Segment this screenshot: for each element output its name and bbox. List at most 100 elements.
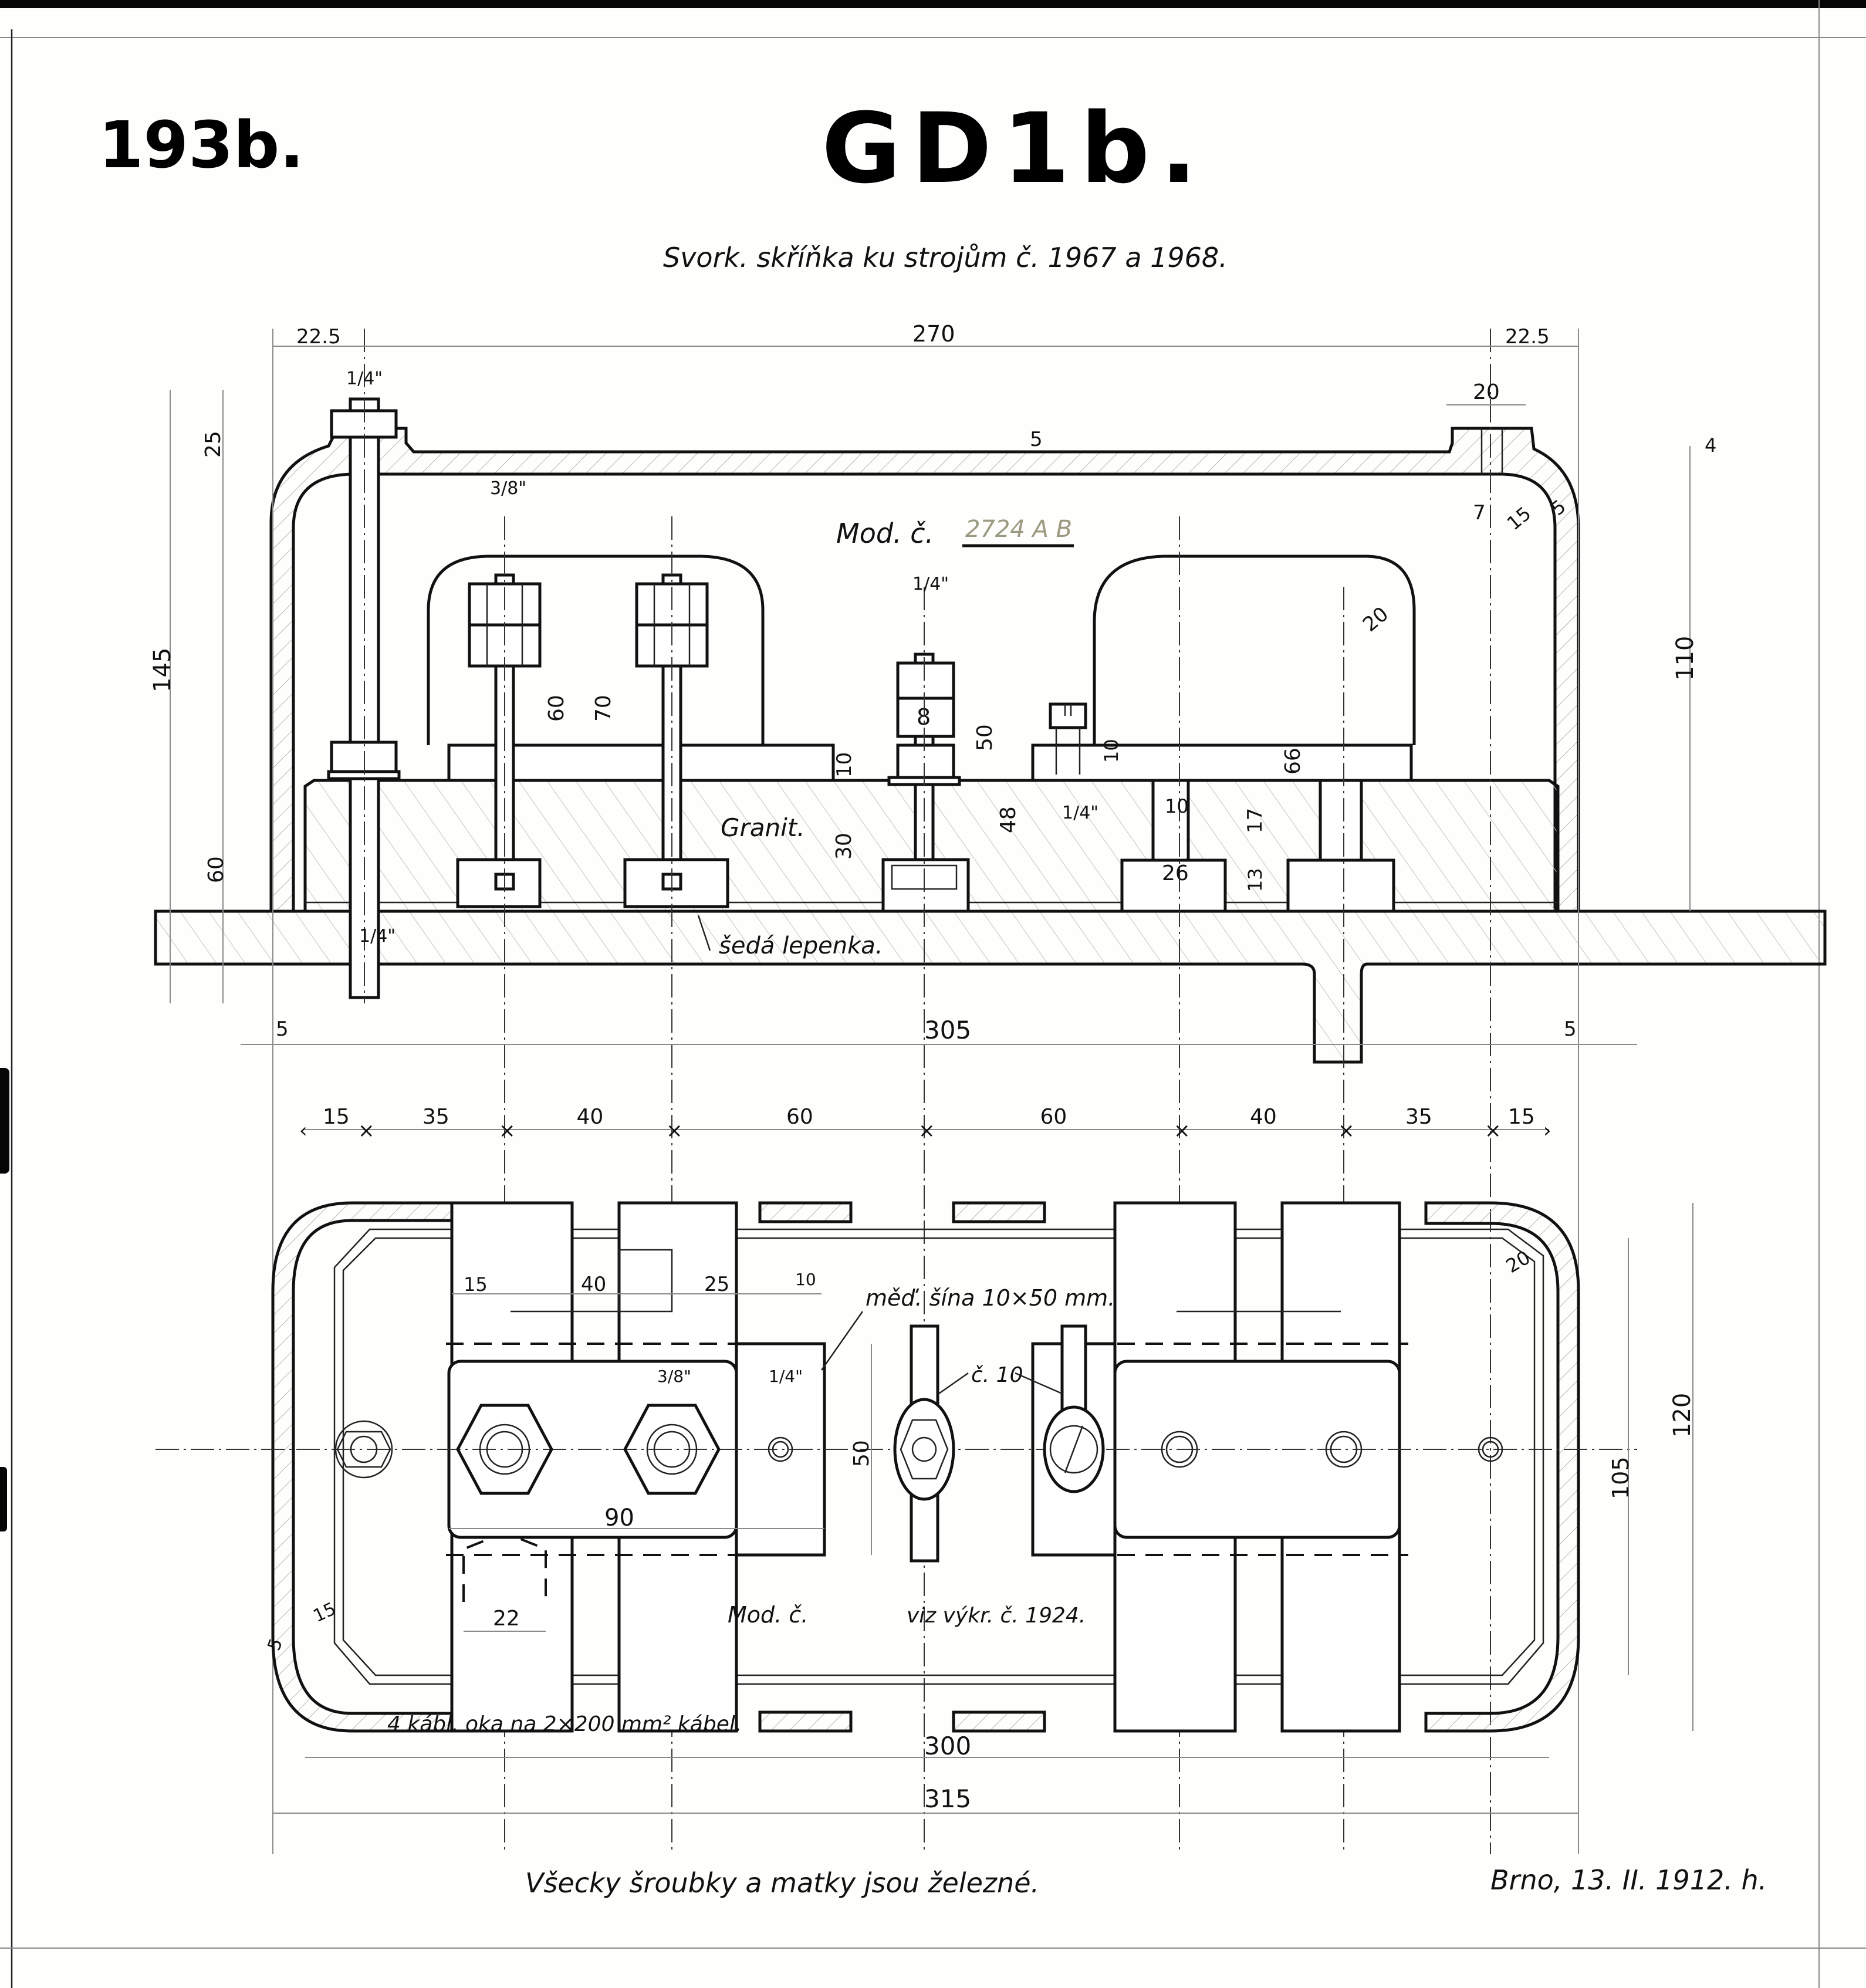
stud-1-4-center: 8 [881,587,970,1854]
plan-hole-right-1 [1161,1431,1198,1468]
dim-lid-radius-20: 20 [1358,602,1393,636]
hood-left [427,555,765,745]
dim-stud-50: 50 [973,724,997,751]
dim-plan-bolt-3-8: 3/8" [657,1367,691,1386]
signature-date: Brno, 13. II. 1912. h. [1490,1864,1767,1896]
dim-width-300: 300 [924,1732,971,1760]
copper-bar-right [1031,743,1413,782]
drawing-code: GD1b. [822,92,1208,205]
dim-bar-length-90: 90 [604,1504,634,1531]
stud-bolt-left [327,329,401,1003]
chain-tick: › [1543,1119,1551,1142]
dim-stud-1-4-top: 1/4" [346,368,383,389]
dim-lug-width-22: 22 [493,1607,520,1631]
dim-left-offset: 22.5 [296,325,341,349]
plan-housing-left [271,1201,518,1733]
chain-label: 15 [323,1105,350,1129]
dim-height-145: 145 [149,648,176,692]
dim-pocket-26: 26 [1162,861,1189,885]
dim-height-120: 120 [1669,1393,1696,1438]
chain-label: 35 [1405,1105,1432,1129]
dim-inner-40: 40 [581,1273,606,1296]
dim-inner-10: 10 [795,1270,816,1289]
dim-base-305: 305 [924,1016,971,1044]
dim-depth-13: 13 [1244,868,1266,892]
chain-label: 40 [577,1105,604,1129]
dim-wall-5: 5 [1030,428,1043,451]
label-lug-no: č. 10 [971,1363,1023,1387]
granite-slot-10 [1151,779,1190,862]
dim-lug-20: 20 [1473,380,1500,404]
dim-bar-height-50: 50 [850,1440,874,1467]
dim-slot-10: 10 [1165,795,1189,817]
dim-corner-20: 20 [1502,1246,1534,1277]
granite-pocket-26 [1120,858,1227,913]
granite-pocket-right [1286,858,1395,913]
dim-height-110: 110 [1672,636,1699,681]
chain-tick: × [666,1119,683,1142]
plan-granite-outline [333,1228,1544,1685]
label-model-plan: Mod. č. [728,1602,808,1628]
granite-slot-right [1319,779,1363,862]
chain-label: 60 [1040,1105,1067,1129]
dim-lug-top-4: 4 [1705,434,1716,457]
dim-depth-17: 17 [1243,808,1267,833]
chain-label: 40 [1250,1105,1277,1129]
plan-nut-3-8-2 [623,1404,721,1495]
label-cable-lugs: 4 kábl. oka na 2×200 mm² kábel. [387,1712,742,1736]
sheet-number: 193b. [99,107,304,182]
plan-wall-seg-4 [952,1710,1046,1733]
dim-bolt-length-60: 60 [545,695,569,722]
base-plate-section [154,910,1827,1064]
label-gray-board: šedá lepenka. [719,932,883,959]
elevation-view: 8 22.5 270 22.5 20 1/4" 5 3/8" 1/4" 4 7 [149,321,1827,1854]
plan-stud-left [334,1420,393,1479]
chain-label: 60 [786,1105,813,1129]
chain-tick: ‹ [299,1119,307,1142]
dim-hole-7: 7 [1473,501,1486,525]
scan-edge-left-lower [0,1467,7,1531]
model-number-pencil: 2724 A B [965,516,1072,543]
chain-tick: × [1338,1119,1355,1142]
dim-plate-10: 10 [833,752,856,777]
chain-tick: × [918,1119,935,1142]
chain-label: 35 [422,1105,449,1129]
chain-label: 15 [1508,1105,1535,1129]
dim-height-60-base: 60 [204,856,228,883]
dim-screw-10: 10 [1100,739,1123,763]
dim-right-offset: 22.5 [1505,325,1550,349]
dim-bolt-length-70: 70 [591,695,616,722]
plan-wall-seg-2 [952,1201,1046,1223]
dim-width-315: 315 [924,1784,971,1813]
plan-hole-1-4 [768,1436,793,1462]
plan-hole-right-2 [1325,1431,1363,1468]
dim-bolt-1-4-mid: 1/4" [912,574,949,594]
scan-edge-left [0,1068,9,1174]
dim-inner-25: 25 [704,1273,729,1296]
chain-tick: × [358,1119,375,1142]
dim-overall-270: 270 [912,321,955,347]
scan-edge-top [0,0,1866,8]
dim-height-25: 25 [201,431,225,458]
plan-hole-right-3 [1478,1436,1503,1462]
dim-plan-bolt-1-4: 1/4" [769,1367,803,1386]
dim-inner-15: 15 [464,1273,488,1296]
chain-tick: × [1485,1119,1502,1142]
plan-nut-3-8-1 [456,1404,553,1495]
footer-note: Všecky šroubky a matky jsou železné. [525,1867,1039,1899]
dim-granite-30: 30 [832,833,856,860]
screw-1-4 [1049,702,1087,775]
dim-height-105: 105 [1608,1456,1634,1499]
dim-fillet-15: 15 [1503,502,1536,535]
plan-cable-lug-nut [893,1324,955,1563]
dim-side-gap-left: 5 [276,1017,289,1041]
dim-stud-48: 48 [996,806,1020,833]
dim-stud-1-4-lower: 1/4" [359,926,395,946]
chain-tick: × [499,1119,516,1142]
dim-height-66: 66 [1281,748,1305,775]
